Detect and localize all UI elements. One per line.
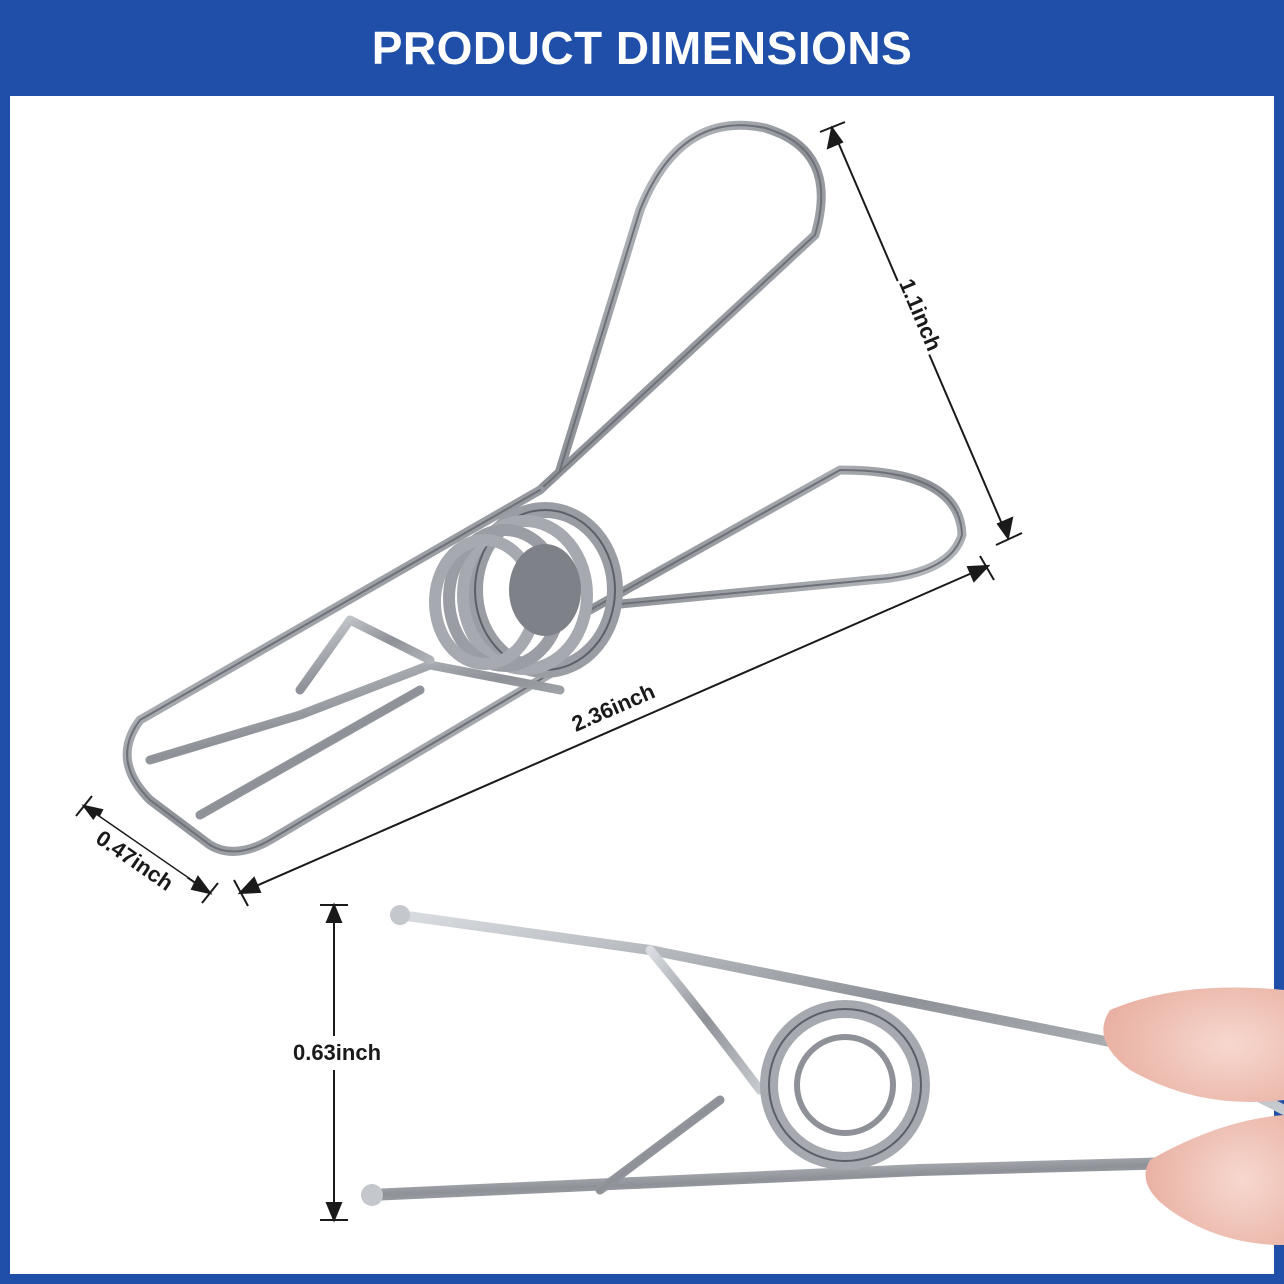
header-banner: PRODUCT DIMENSIONS [0, 0, 1284, 96]
label-open-height: 0.63inch [293, 1040, 381, 1065]
fingers [1103, 987, 1284, 1245]
spring-coil-side [760, 1000, 930, 1170]
clip-top-view [122, 120, 967, 856]
page-title: PRODUCT DIMENSIONS [371, 22, 913, 74]
spring-coil-top [429, 502, 623, 678]
